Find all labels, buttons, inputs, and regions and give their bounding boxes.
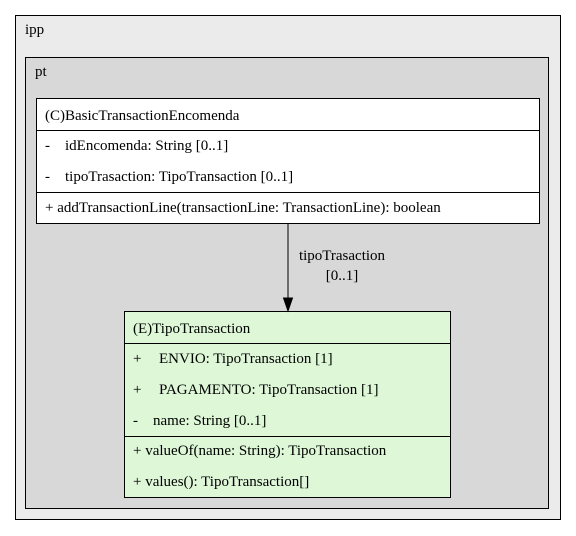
package-ipp-label: ipp [25, 22, 45, 38]
attribute-text: ENVIO: TipoTransaction [1] [159, 351, 333, 367]
class-divider [37, 130, 539, 131]
class-method-row: + addTransactionLine(transactionLine: Tr… [45, 200, 441, 216]
attribute-text: PAGAMENTO: TipoTransaction [1] [159, 382, 379, 398]
package-pt-label: pt [35, 64, 47, 80]
attribute-text: name: String [0..1] [153, 413, 267, 429]
class-basic-transaction-encomenda[interactable]: (C)BasicTransactionEncomenda -idEncomend… [36, 98, 540, 224]
enum-literal-row: + PAGAMENTO: TipoTransaction [1] [133, 381, 450, 399]
class-attribute-row: -tipoTrasaction: TipoTransaction [0..1] [45, 168, 539, 186]
class-method-row: + valueOf(name: String): TipoTransaction [133, 443, 387, 459]
association-multiplicity: [0..1] [325, 268, 359, 284]
attribute-text: idEncomenda: String [0..1] [65, 138, 229, 154]
visibility-marker: + [133, 382, 142, 398]
class-title: (C)BasicTransactionEncomenda [45, 108, 240, 124]
class-attribute-row: -idEncomenda: String [0..1] [45, 137, 539, 155]
visibility-marker: + [133, 351, 142, 367]
visibility-marker: - [45, 169, 50, 185]
enum-tipo-transaction[interactable]: (E)TipoTransaction + ENVIO: TipoTransacti… [124, 311, 451, 498]
visibility-marker: - [45, 138, 50, 154]
visibility-marker: - [133, 413, 138, 429]
class-divider [125, 343, 450, 344]
class-divider [37, 192, 539, 193]
class-method-row: + values(): TipoTransaction[] [133, 474, 310, 490]
arrowhead-icon [282, 297, 294, 313]
attribute-text: tipoTrasaction: TipoTransaction [0..1] [65, 169, 294, 185]
association-role: tipoTrasaction [298, 248, 386, 264]
association-label: tipoTrasaction [0..1] [282, 246, 402, 286]
class-title: (E)TipoTransaction [133, 321, 251, 337]
enum-literal-row: + ENVIO: TipoTransaction [1] [133, 350, 450, 368]
class-divider [125, 436, 450, 437]
class-attribute-row: -name: String [0..1] [133, 412, 450, 430]
